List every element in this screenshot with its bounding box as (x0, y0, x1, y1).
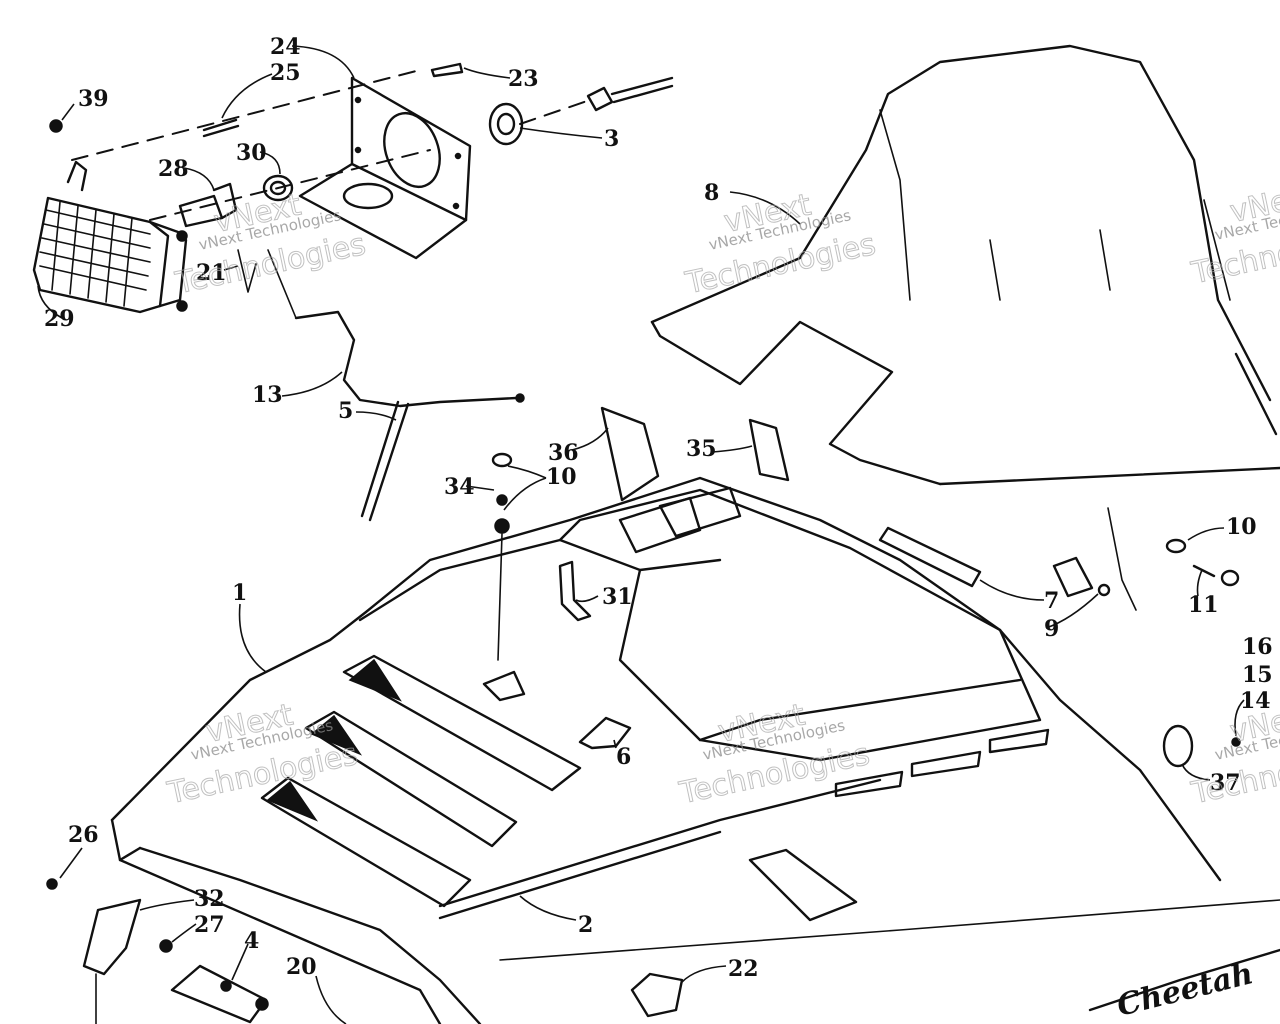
callout-11: 11 (1188, 592, 1219, 618)
emblem-22 (630, 972, 684, 1018)
callout-4: 4 (244, 928, 259, 954)
decal-36 (600, 406, 660, 502)
hood-script-decal: Cheetah (1113, 956, 1256, 1024)
watermark-5: vNext vNext Technologies Technologies (675, 697, 873, 812)
callout-20: 20 (286, 954, 317, 980)
callout-29: 29 (44, 306, 75, 332)
headlight-bracket (298, 76, 472, 260)
decal-35 (748, 418, 790, 482)
watermark-2: vNext vNext Technologies Technologies (681, 187, 879, 302)
callout-7: 7 (1044, 588, 1059, 614)
callout-34: 34 (444, 474, 475, 500)
callout-16: 16 (1242, 634, 1273, 660)
latch-31 (558, 560, 592, 622)
callout-32: 32 (194, 886, 225, 912)
switch-5 (360, 400, 410, 522)
wiring-harness (267, 249, 525, 408)
callout-3: 3 (604, 126, 619, 152)
watermark-3: vNext vNext Technologies Technologies (1187, 177, 1280, 292)
fastener-stack-34 (482, 452, 526, 702)
bulb-socket (178, 174, 294, 228)
callout-22: 22 (728, 956, 759, 982)
callout-36: 36 (548, 440, 579, 466)
watermark-4: vNext vNext Technologies Technologies (163, 697, 361, 812)
leader-lines (37, 45, 1245, 1024)
alignment-line-mid (149, 149, 431, 221)
windshield (650, 44, 1280, 486)
callout-27: 27 (194, 912, 225, 938)
callout-35: 35 (686, 436, 717, 462)
bolt-23 (430, 62, 464, 78)
callout-30: 30 (236, 140, 267, 166)
callout-28: 28 (158, 156, 189, 182)
headlight-assembly (32, 62, 674, 522)
callout-13: 13 (252, 382, 283, 408)
callout-14: 14 (1240, 688, 1271, 714)
callout-5: 5 (338, 398, 353, 424)
callout-10a: 10 (546, 464, 577, 490)
bolt-25 (202, 118, 240, 138)
mirror-mount-10-11 (1107, 507, 1240, 611)
callout-6: 6 (616, 744, 631, 770)
callout-24: 24 (270, 34, 301, 60)
callout-37: 37 (1210, 770, 1241, 796)
callout-39: 39 (78, 86, 109, 112)
callout-1: 1 (232, 580, 247, 606)
callout-15: 15 (1242, 662, 1273, 688)
callout-8: 8 (704, 180, 719, 206)
bumper-bracket (46, 878, 269, 1024)
callout-31: 31 (602, 584, 633, 610)
callout-9: 9 (1044, 616, 1059, 642)
alignment-line-top (71, 69, 421, 161)
callout-labels: 24 25 23 3 39 28 30 21 29 13 5 8 36 35 3… (44, 34, 1273, 982)
bracket-9 (1052, 556, 1111, 598)
callout-26: 26 (68, 822, 99, 848)
callout-10b: 10 (1226, 514, 1257, 540)
decal-6 (578, 716, 632, 750)
screw-14 (1231, 737, 1241, 747)
fastener-21 (237, 249, 257, 293)
hood-vents (260, 654, 582, 908)
callout-2: 2 (578, 912, 593, 938)
nut-39 (49, 119, 63, 133)
watermark-1: vNext vNext Technologies Technologies (171, 187, 369, 302)
hood: Cheetah (110, 476, 1280, 1024)
trim-7 (878, 526, 982, 588)
callout-25: 25 (270, 60, 301, 86)
headlight-lens (32, 160, 188, 314)
gasket-37 (1162, 724, 1194, 768)
callout-23: 23 (508, 66, 539, 92)
callout-21: 21 (196, 260, 227, 286)
